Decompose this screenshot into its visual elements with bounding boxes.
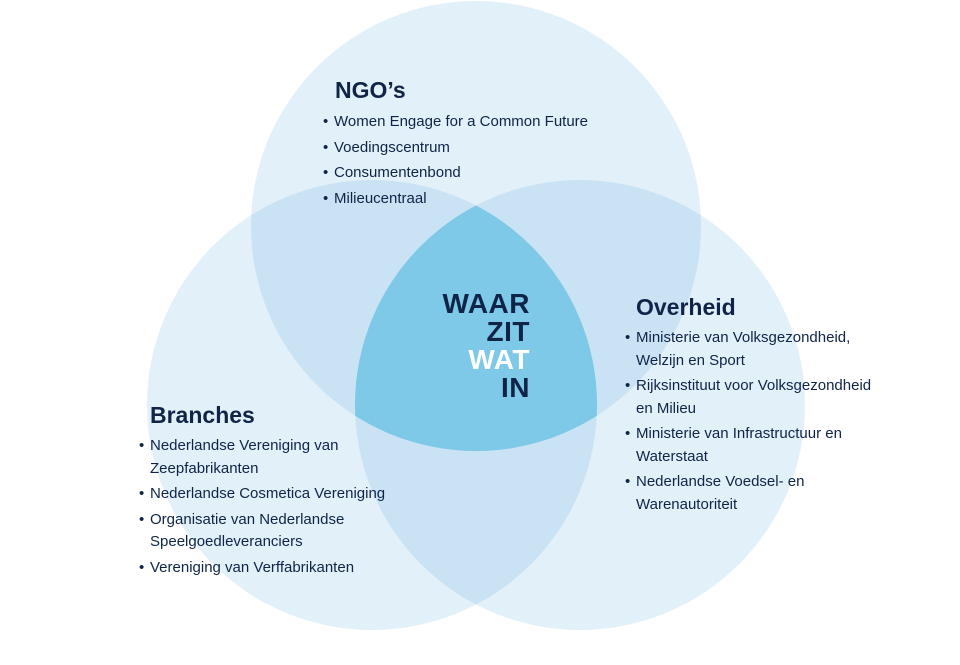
waar-zit-wat-in-logo: WAAR ZIT WAT IN — [420, 290, 530, 402]
logo-word-in: IN — [501, 372, 530, 403]
list-item: • Voedingscentrum — [323, 137, 623, 160]
logo-word-wat: WAT — [468, 344, 530, 375]
list-item: • Nederlandse Voedsel- en Warenautoriteit — [625, 471, 887, 516]
bullet-icon: • — [625, 377, 631, 394]
bullet-icon: • — [139, 437, 145, 454]
logo-word-zit: ZIT — [486, 316, 530, 347]
list-item-label: Vereniging van Verffabrikanten — [150, 558, 355, 576]
bullet-icon: • — [323, 113, 329, 130]
list-item-label: Nederlandse Vereniging van Zeepfabrikant… — [150, 437, 339, 477]
list-item-label: Voedingscentrum — [334, 138, 450, 156]
bullet-icon: • — [625, 473, 631, 490]
bullet-icon: • — [139, 558, 145, 576]
overheid-title: Overheid — [636, 294, 736, 320]
list-item-label: Rijksinstituut voor Volksgezondheid en M… — [636, 377, 872, 417]
list-item: • Ministerie van Infrastructuur en Waters… — [625, 423, 887, 468]
list-item-label: Nederlandse Cosmetica Vereniging — [150, 485, 386, 502]
bullet-icon: • — [139, 510, 145, 528]
bullet-icon: • — [625, 329, 631, 346]
list-item: • Rijksinstituut voor Volksgezondheid en … — [625, 375, 887, 420]
ngo-list: • Women Engage for a Common Future • Voedi… — [323, 111, 623, 213]
list-item: • Women Engage for a Common Future — [323, 111, 623, 134]
list-item: • Organisatie van Nederlandse Speelgoedle… — [139, 509, 389, 554]
overheid-list: • Ministerie van Volksgezondheid, Welzijn… — [625, 327, 887, 519]
list-item-label: Consumentenbond — [334, 164, 461, 181]
bullet-icon: • — [323, 164, 329, 181]
list-item-label: Ministerie van Infrastructuur en Waterst… — [636, 425, 842, 465]
list-item-label: Organisatie van Nederlandse Speelgoedlev… — [150, 510, 345, 551]
logo-word-waar: WAAR — [442, 288, 530, 319]
list-item: • Nederlandse Vereniging van Zeepfabrikan… — [139, 435, 389, 480]
list-item-label: Milieucentraal — [334, 189, 427, 207]
bullet-icon: • — [323, 138, 329, 156]
branches-list: • Nederlandse Vereniging van Zeepfabrikan… — [139, 435, 389, 582]
list-item: • Consumentenbond — [323, 162, 623, 185]
list-item-label: Ministerie van Volksgezondheid, Welzijn … — [636, 329, 851, 369]
center-intersection — [355, 180, 597, 451]
list-item: • Vereniging van Verffabrikanten — [139, 557, 389, 580]
list-item: • Nederlandse Cosmetica Vereniging — [139, 483, 389, 506]
branches-title: Branches — [150, 402, 255, 428]
bullet-icon: • — [625, 425, 631, 442]
bullet-icon: • — [323, 189, 329, 207]
list-item-label: Nederlandse Voedsel- en Warenautoriteit — [636, 473, 805, 513]
list-item: • Ministerie van Volksgezondheid, Welzijn… — [625, 327, 887, 372]
list-item-label: Women Engage for a Common Future — [334, 113, 589, 130]
bullet-icon: • — [139, 485, 145, 502]
list-item: • Milieucentraal — [323, 188, 623, 211]
ngo-title: NGO’s — [335, 77, 406, 103]
